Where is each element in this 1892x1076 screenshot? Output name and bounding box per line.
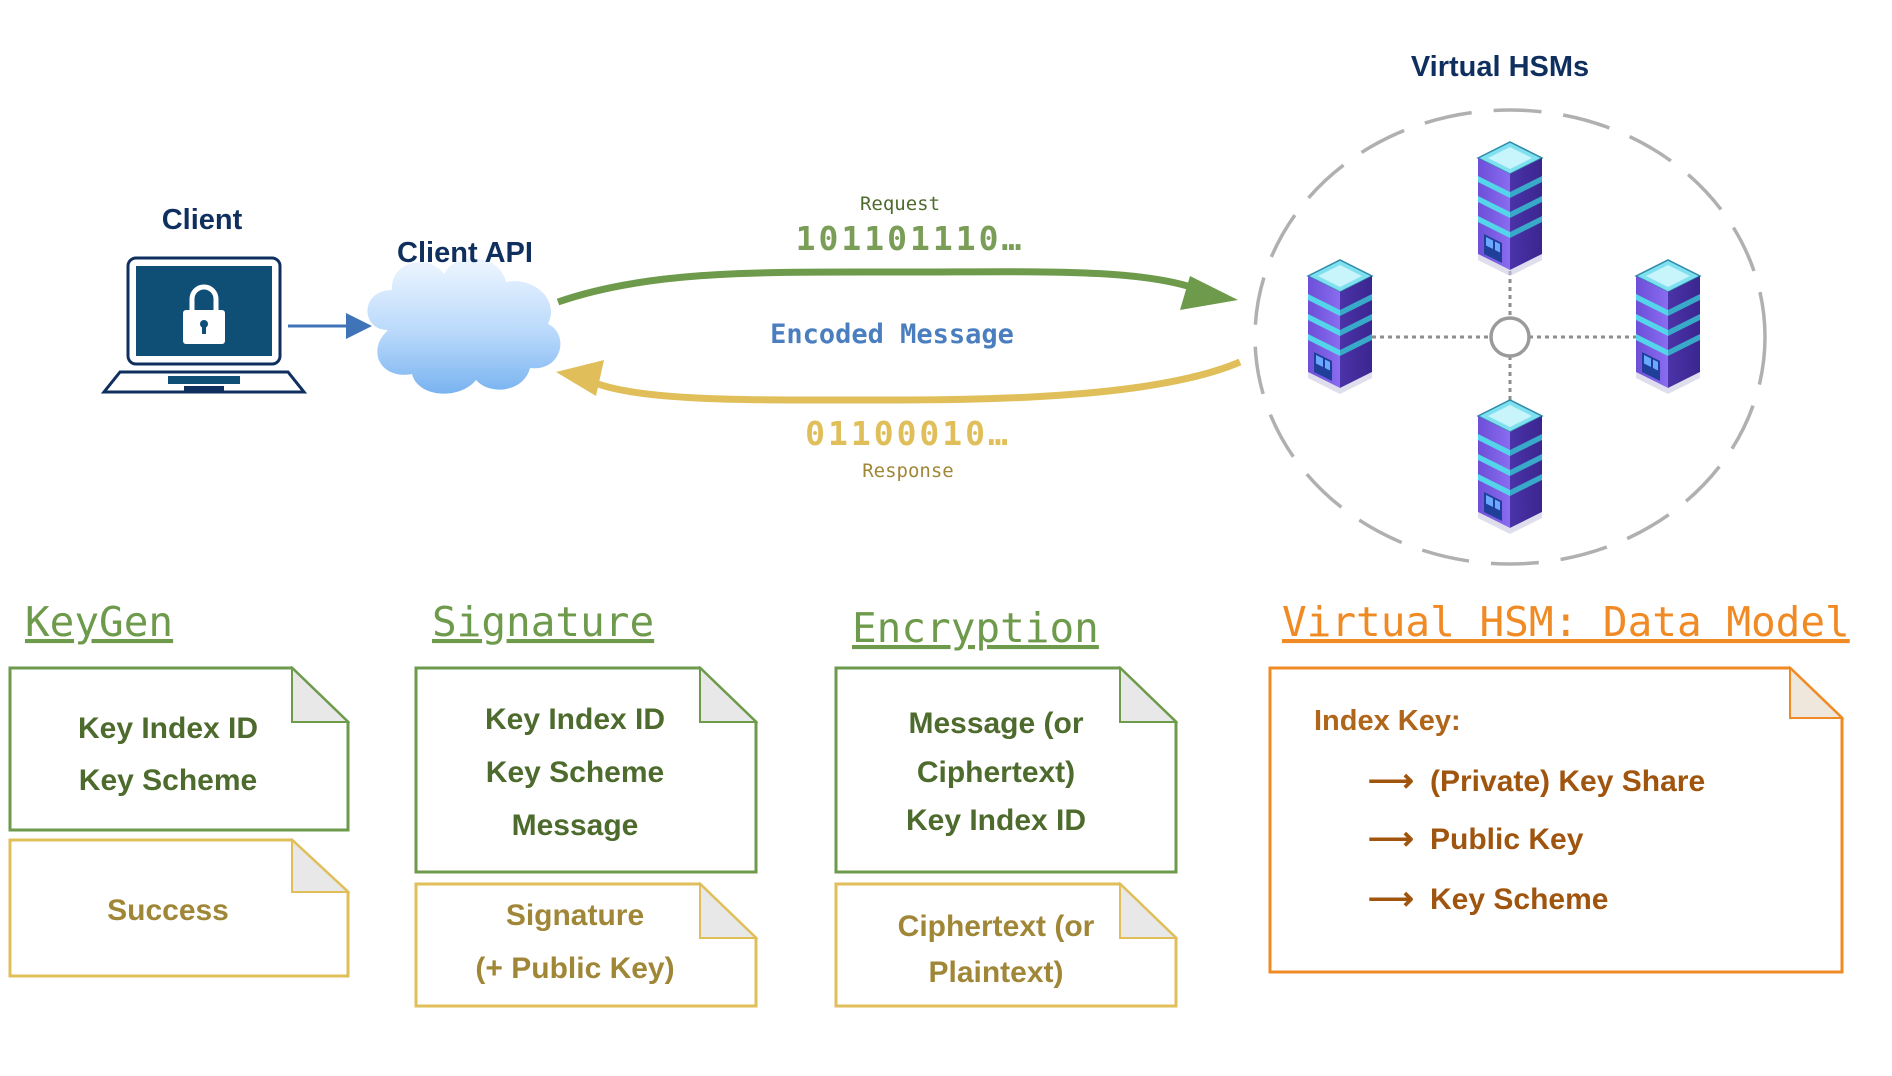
encryption-request-note: Message (or Ciphertext) Key Index ID <box>834 665 1179 874</box>
index-key-label: Index Key: <box>1314 705 1461 737</box>
keygen-title: KeyGen <box>25 598 173 646</box>
client-to-api-arrow <box>288 313 372 339</box>
cloud-icon <box>367 258 561 394</box>
response-bits: 01100010… <box>805 414 1011 453</box>
encryption-response-line: Plaintext) <box>928 956 1063 989</box>
data-model-item: Key Scheme <box>1430 883 1608 916</box>
data-model-item: (Private) Key Share <box>1430 765 1705 798</box>
response-label: Response <box>862 460 954 482</box>
signature-response-note: Signature (+ Public Key) <box>414 881 759 1008</box>
section-data-model: Virtual HSM: Data Model Index Key: ⟶ (Pr… <box>1268 598 1850 974</box>
server-rack-icon <box>1477 399 1543 535</box>
arrow-glyph: ⟶ <box>1368 820 1414 856</box>
encryption-title: Encryption <box>852 604 1099 652</box>
keygen-request-line: Key Scheme <box>79 764 257 797</box>
request-bits: 101101110… <box>796 219 1025 258</box>
section-signature: Signature Key Index ID Key Scheme Messag… <box>414 598 759 1008</box>
keygen-response-note: Success <box>8 837 351 978</box>
signature-title: Signature <box>432 598 654 646</box>
data-model-title: Virtual HSM: Data Model <box>1282 598 1850 646</box>
encryption-request-line: Ciphertext) <box>917 756 1075 789</box>
keygen-response-line: Success <box>107 894 229 927</box>
data-model-note: Index Key: ⟶ (Private) Key Share ⟶ Publi… <box>1268 665 1845 974</box>
request-arrow <box>556 268 1238 310</box>
section-keygen: KeyGen Key Index ID Key Scheme Success <box>8 598 351 978</box>
signature-response-line: Signature <box>506 899 644 932</box>
laptop-lock-icon <box>100 256 308 394</box>
arrow-glyph: ⟶ <box>1368 762 1414 798</box>
signature-response-line: (+ Public Key) <box>475 952 674 985</box>
client-api-label: Client API <box>397 237 533 269</box>
request-label: Request <box>860 193 940 215</box>
keygen-request-line: Key Index ID <box>78 712 258 745</box>
signature-request-line: Key Index ID <box>485 703 665 736</box>
section-encryption: Encryption Message (or Ciphertext) Key I… <box>834 604 1179 1008</box>
encoded-message-label: Encoded Message <box>770 319 1014 350</box>
virtual-hsms-label: Virtual HSMs <box>1411 51 1589 83</box>
server-rack-icon <box>1635 259 1701 395</box>
server-rack-icon <box>1477 141 1543 277</box>
data-model-item: Public Key <box>1430 823 1584 856</box>
signature-request-note: Key Index ID Key Scheme Message <box>414 665 759 874</box>
keygen-request-note: Key Index ID Key Scheme <box>8 665 351 832</box>
encryption-response-line: Ciphertext (or <box>898 910 1095 943</box>
encryption-request-line: Key Index ID <box>906 804 1086 837</box>
client-label: Client <box>162 204 243 236</box>
hsm-cluster <box>1253 108 1767 566</box>
signature-request-line: Key Scheme <box>486 756 664 789</box>
response-arrow <box>556 358 1242 404</box>
server-rack-icon <box>1307 259 1373 395</box>
arrow-glyph: ⟶ <box>1368 880 1414 916</box>
encryption-request-line: Message (or <box>908 707 1083 740</box>
encryption-response-note: Ciphertext (or Plaintext) <box>834 881 1179 1008</box>
signature-request-line: Message <box>512 809 639 842</box>
